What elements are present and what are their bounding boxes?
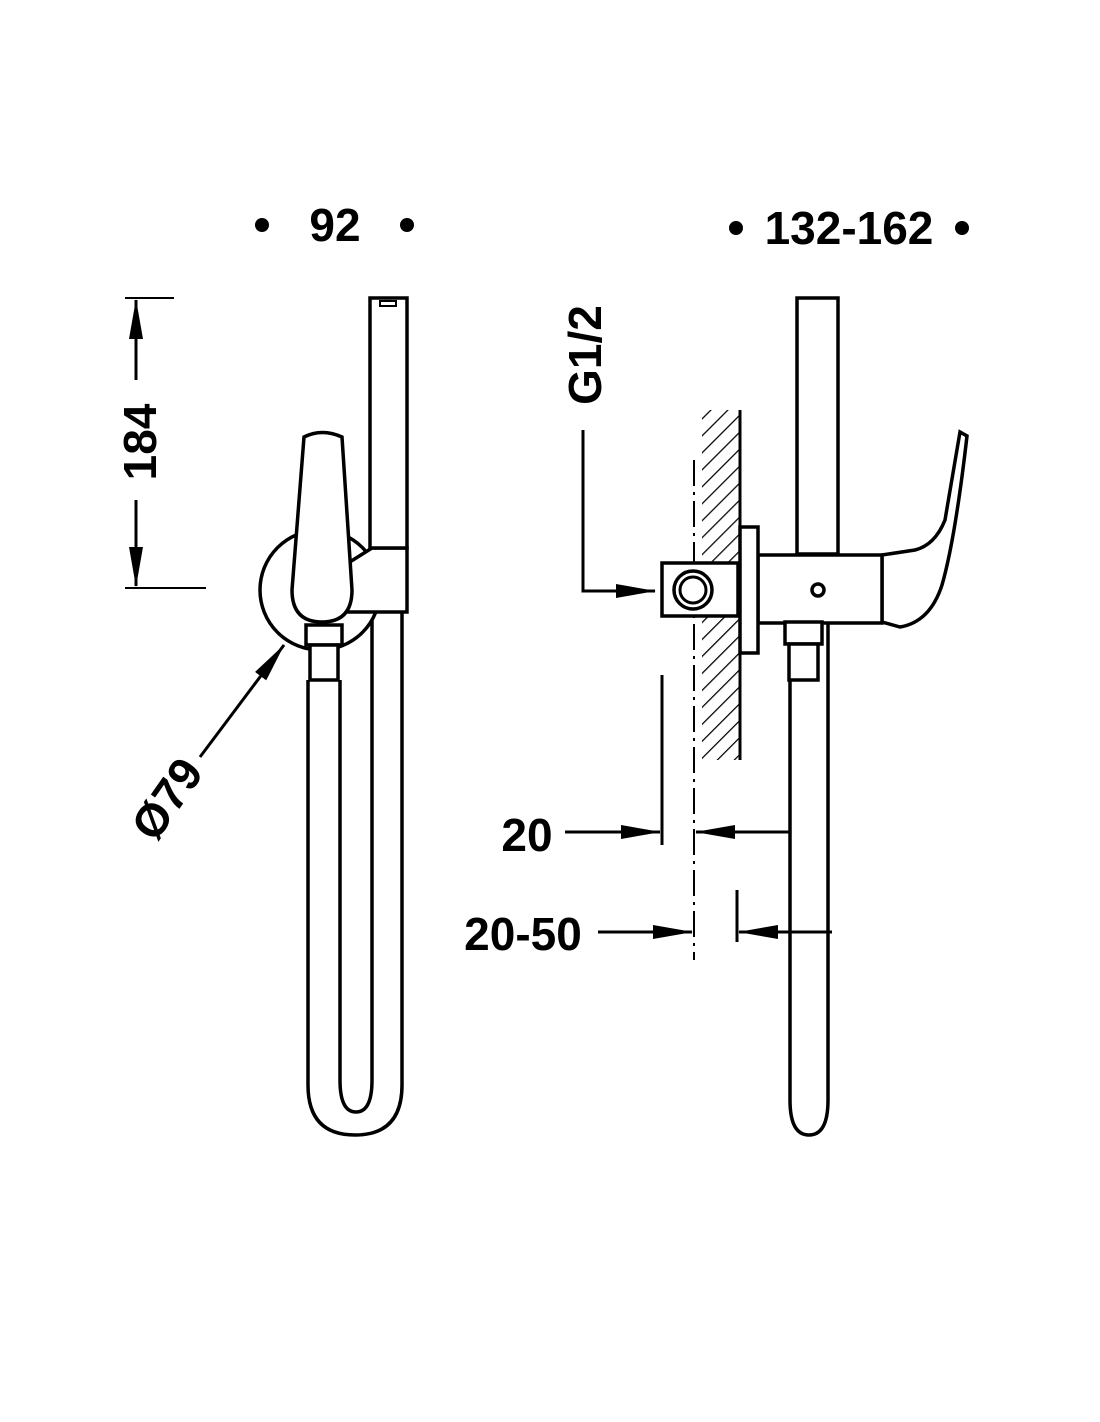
offset-dimension: 20 — [501, 675, 790, 861]
hose-connector — [308, 643, 340, 682]
dimension-dot — [400, 218, 414, 232]
dimension-dot — [955, 221, 969, 235]
dimension-dot — [255, 218, 269, 232]
thread-callout: G1/2 — [559, 305, 656, 598]
hose-nut — [304, 623, 344, 647]
hand-shower — [368, 296, 409, 550]
hose-nut — [783, 620, 824, 646]
body-hole — [810, 582, 826, 598]
depth-dimension: 132-162 — [729, 202, 969, 254]
hose-connector — [787, 642, 820, 682]
side-view: 132-162 G1/2 20 — [464, 202, 969, 1137]
hose-inner — [338, 610, 374, 1114]
offset-label: 20 — [501, 809, 552, 861]
hose — [788, 622, 830, 1137]
wall-range-dimension: 20-50 — [464, 890, 832, 960]
mixer-lever — [290, 430, 354, 624]
diameter-dimension: Ø79 — [121, 644, 286, 849]
dimension-dot — [729, 221, 743, 235]
mixer-lever — [880, 429, 969, 629]
shower-holder — [343, 546, 409, 614]
front-view: 92 184 Ø79 — [114, 199, 414, 1137]
height-dimension: 184 — [114, 297, 206, 589]
height-label: 184 — [114, 403, 166, 480]
width-dimension: 92 — [255, 199, 414, 251]
hand-shower — [795, 296, 840, 556]
wall-flange — [738, 525, 760, 655]
thread-label: G1/2 — [559, 305, 611, 405]
diameter-label: Ø79 — [121, 748, 213, 849]
depth-label: 132-162 — [765, 202, 934, 254]
width-label: 92 — [309, 199, 360, 251]
wall-range-label: 20-50 — [464, 908, 582, 960]
